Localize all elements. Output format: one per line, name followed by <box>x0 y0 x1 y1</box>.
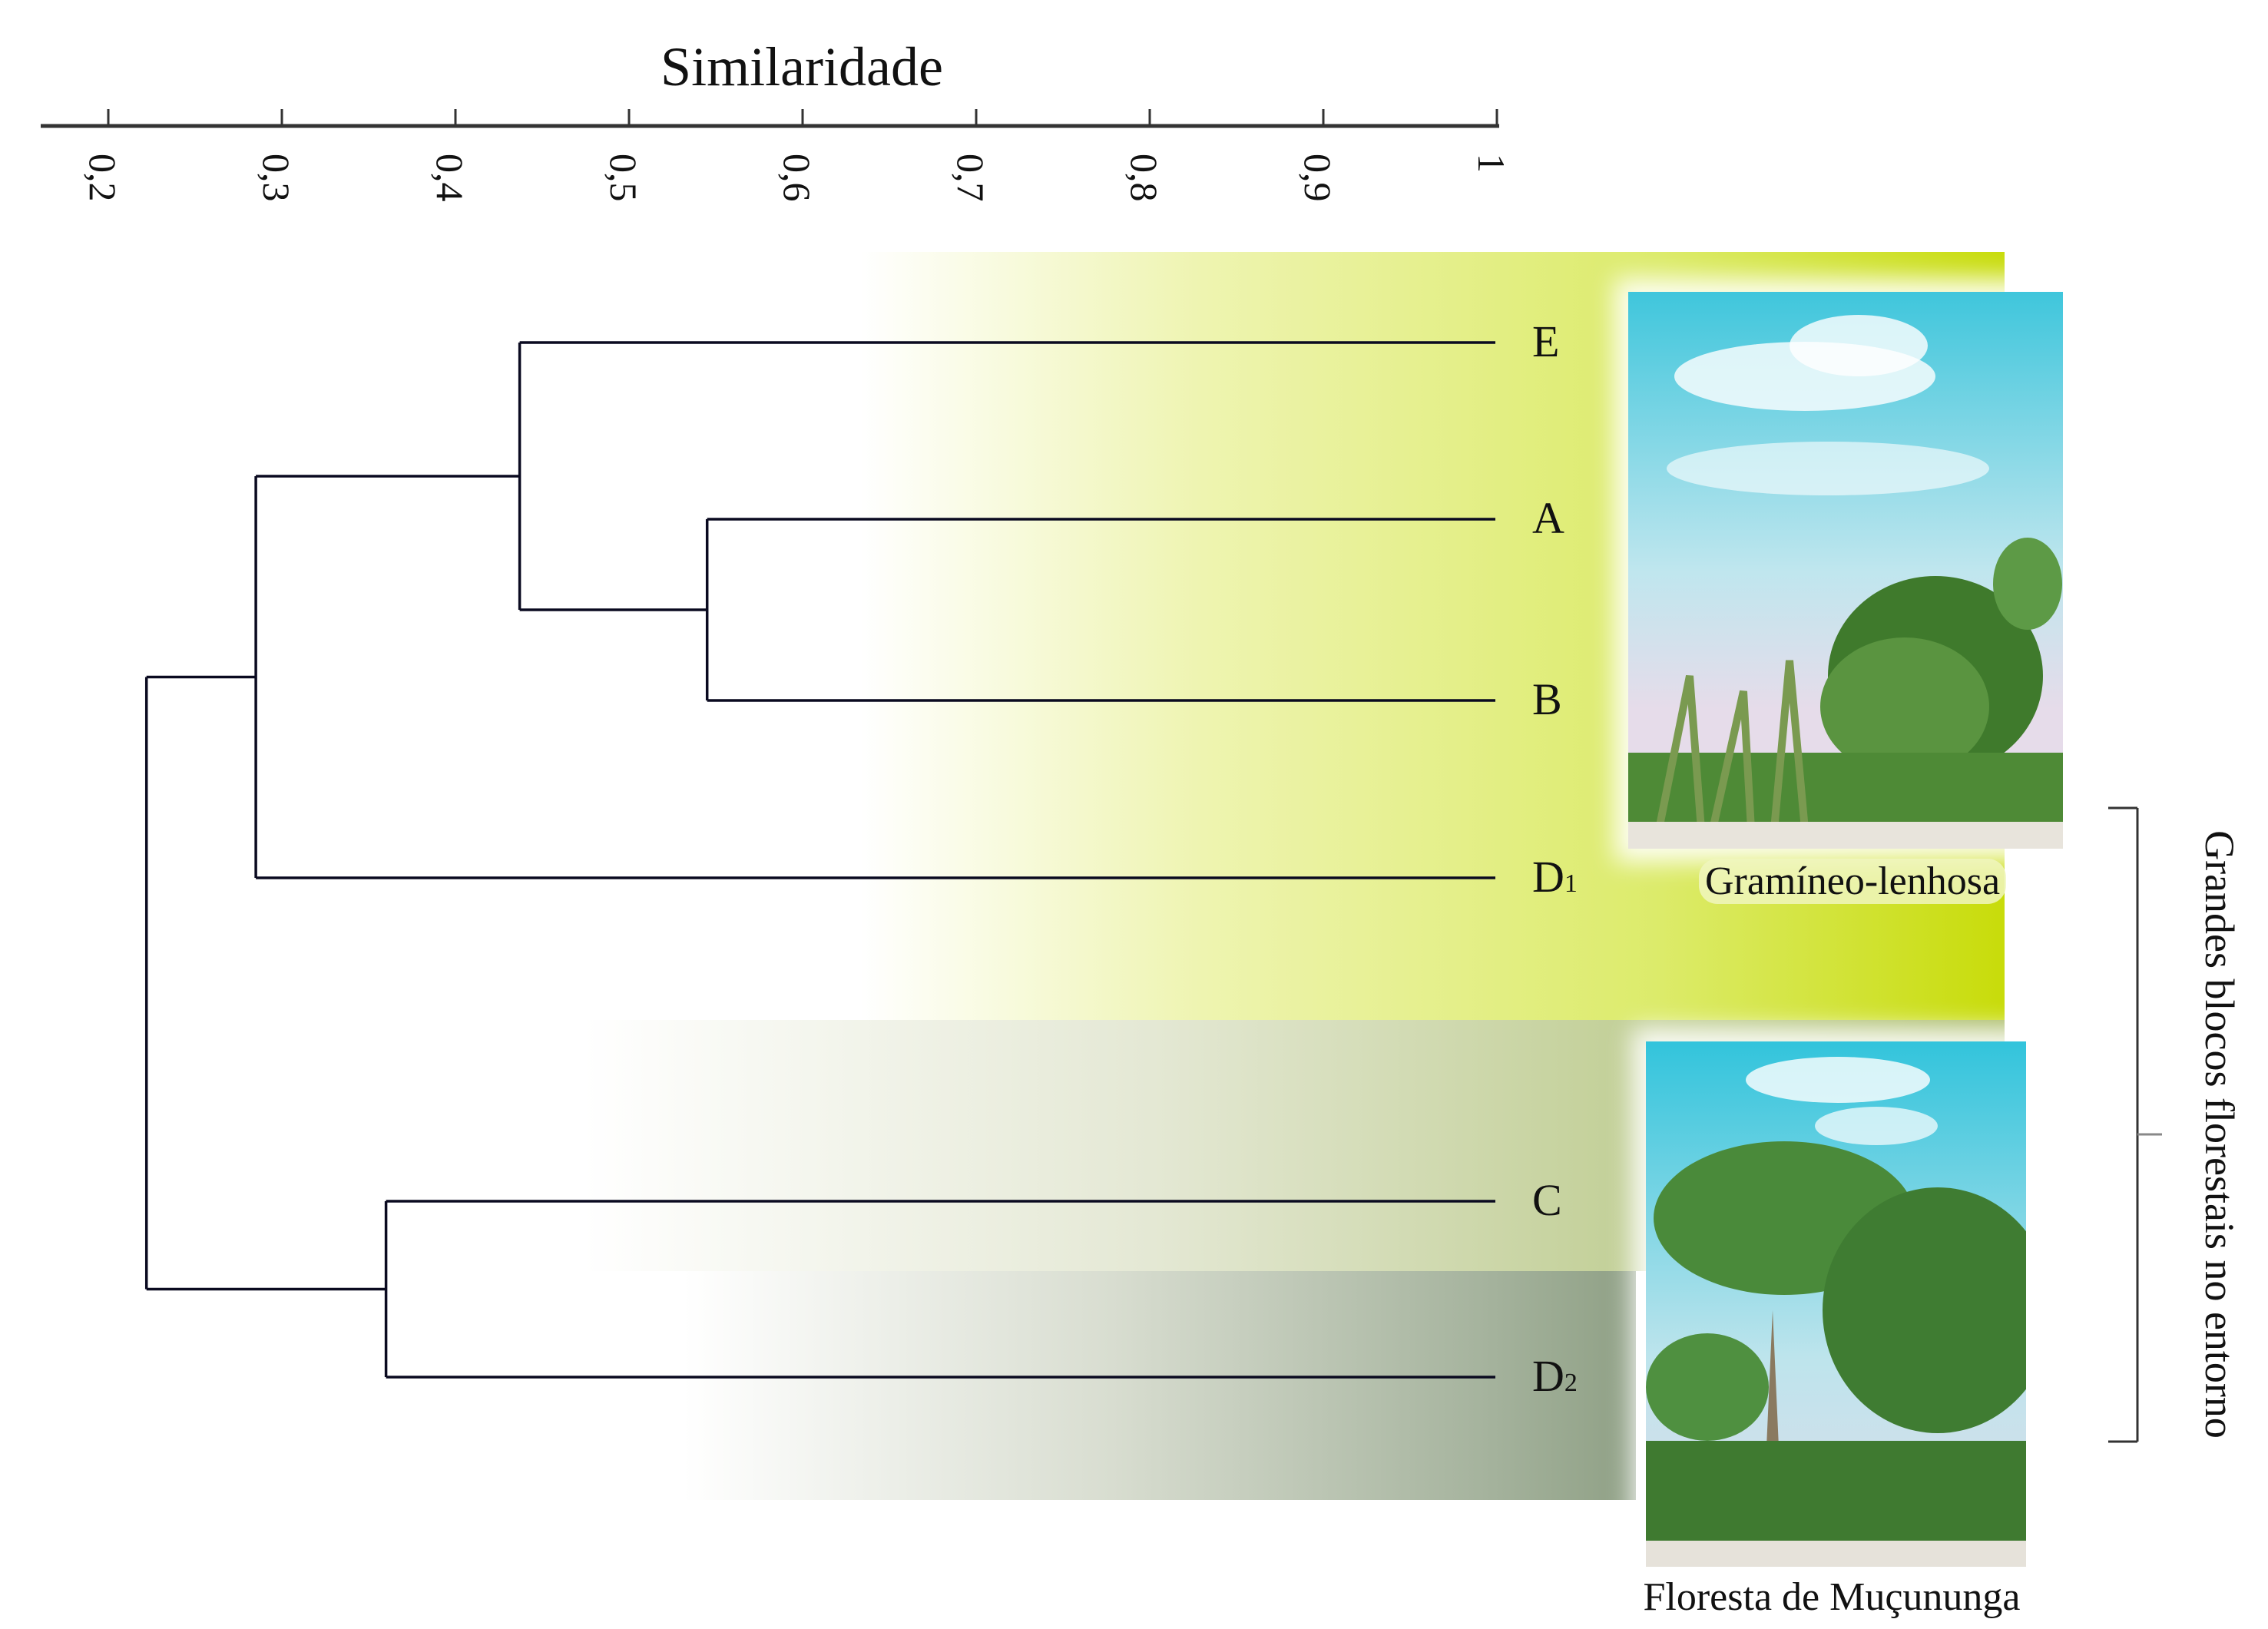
x-tick-label: 0,5 <box>602 154 645 202</box>
leaf-label-C: C <box>1532 1178 1562 1223</box>
x-tick-label: 1 <box>1470 154 1513 173</box>
leaf-letter: E <box>1532 316 1560 366</box>
leaf-letter: D <box>1532 852 1564 902</box>
leaf-label-B: B <box>1532 677 1562 722</box>
axis-title: Similaridade <box>661 36 943 98</box>
leaf-letter: A <box>1532 493 1564 543</box>
x-tick-label: 0,2 <box>81 154 124 202</box>
x-tick-label: 0,3 <box>255 154 298 202</box>
muçununga-band-d2 <box>684 1271 1636 1500</box>
leaf-label-A: A <box>1532 496 1564 541</box>
leaf-subscript: 1 <box>1564 869 1578 898</box>
leaf-label-E: E <box>1532 320 1559 364</box>
gramineo-lenhosa-illustration <box>1628 292 2063 849</box>
group-label-floresta-mucununga: Floresta de Muçununga <box>1643 1575 2021 1619</box>
leaf-letter: D <box>1532 1351 1564 1401</box>
leaf-letter: C <box>1532 1175 1562 1225</box>
bracket-label: Grandes blocos florestais no entorno <box>2197 830 2243 1439</box>
x-tick-label: 0,7 <box>949 154 992 202</box>
floresta-mucununga-illustration <box>1646 1041 2026 1567</box>
leaf-label-D2: D2 <box>1532 1354 1578 1399</box>
leaf-subscript: 2 <box>1564 1369 1578 1397</box>
x-tick-label: 0,8 <box>1123 154 1166 202</box>
leaf-letter: B <box>1532 674 1562 724</box>
x-tick-label: 0,4 <box>429 154 472 202</box>
x-tick-label: 0,6 <box>776 154 819 202</box>
leaf-label-D1: D1 <box>1532 855 1578 899</box>
x-tick-label: 0,9 <box>1296 154 1339 202</box>
group-label-gramineo-lenhosa: Gramíneo-lenhosa <box>1698 859 2007 904</box>
